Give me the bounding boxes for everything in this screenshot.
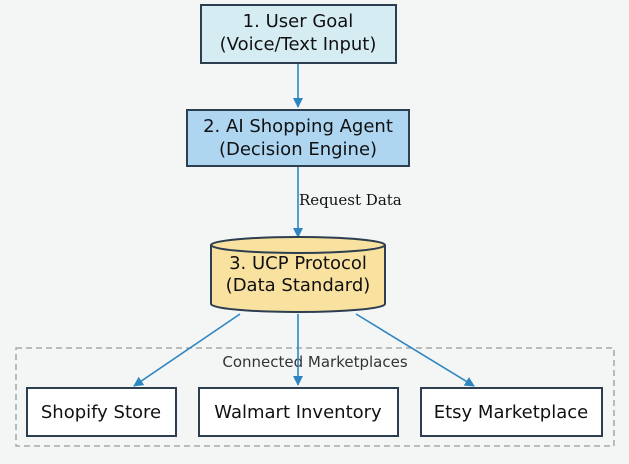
marketplaces-cluster: Connected Marketplaces (15, 347, 615, 447)
node-ai-agent-box (186, 109, 410, 167)
node-etsy: Etsy Marketplace (420, 387, 603, 437)
node-ucp-protocol: 3. UCP Protocol (Data Standard) (210, 236, 386, 313)
edge-protocol-to-shopify (133, 313, 241, 387)
node-user-goal: 1. User Goal (Voice/Text Input) (200, 4, 397, 64)
node-shopify: Shopify Store (26, 387, 177, 437)
edge-protocol-to-etsy (355, 313, 475, 387)
node-etsy-label: Etsy Marketplace (434, 402, 589, 423)
node-user-goal-subtitle: (Voice/Text Input) (220, 34, 377, 55)
cluster-border (15, 347, 615, 447)
node-ai-agent-subtitle: (Decision Engine) (219, 139, 377, 160)
node-ai-agent: 2. AI Shopping Agent (Decision Engine) (186, 109, 410, 167)
edge-label-request-data: Request Data (299, 191, 402, 209)
node-shopify-label: Shopify Store (41, 402, 161, 423)
node-ucp-protocol-cylinder (210, 236, 386, 313)
node-user-goal-box (200, 4, 397, 64)
node-ucp-protocol-rim (210, 244, 386, 254)
edges: Request Data (133, 63, 475, 387)
node-walmart: Walmart Inventory (198, 387, 399, 437)
node-walmart-box (198, 387, 399, 437)
node-user-goal-title: 1. User Goal (243, 11, 354, 32)
node-ucp-protocol-title: 3. UCP Protocol (229, 253, 367, 274)
node-walmart-label: Walmart Inventory (214, 402, 382, 423)
node-etsy-box (420, 387, 603, 437)
cluster-label: Connected Marketplaces (222, 353, 407, 371)
node-ucp-protocol-subtitle: (Data Standard) (226, 275, 371, 296)
node-ai-agent-title: 2. AI Shopping Agent (203, 116, 393, 137)
node-shopify-box (26, 387, 177, 437)
